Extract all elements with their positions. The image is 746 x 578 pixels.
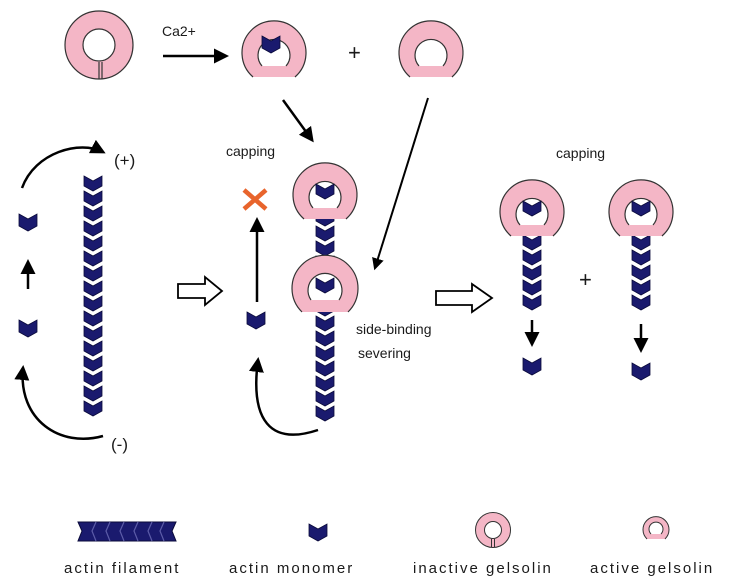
severing-arrow [375, 98, 428, 268]
capping-gelsolin-middle [293, 163, 357, 219]
blocked-x [244, 190, 266, 209]
legend-active-gelsolin-label: active gelsolin [590, 560, 714, 577]
legend-active-gelsolin-symbol [643, 517, 669, 539]
plus-sign-right: + [579, 267, 592, 292]
side-binding-label: side-binding [356, 321, 432, 337]
actin-monomer-left-1 [19, 214, 37, 231]
active-gelsolin-top [399, 21, 463, 77]
legend-inactive-gelsolin-label: inactive gelsolin [413, 560, 553, 577]
capping-gelsolin-right-1 [500, 180, 564, 236]
inactive-gelsolin-top [65, 11, 133, 79]
legend-actin-filament-label: actin filament [64, 560, 180, 577]
severing-gelsolin-middle [292, 255, 358, 312]
capping-label-middle: capping [226, 143, 275, 159]
actin-monomer-right-2 [632, 363, 650, 380]
calcium-label: Ca2+ [162, 23, 196, 39]
plus-end-label: (+) [114, 151, 135, 170]
plus-sign-top: + [348, 40, 361, 65]
actin-monomer-left-2 [19, 320, 37, 337]
severing-label: severing [358, 345, 411, 361]
active-gelsolin-with-monomer [242, 21, 306, 77]
actin-monomer-right-1 [523, 358, 541, 375]
legend-inactive-gelsolin-symbol [476, 513, 511, 548]
process-arrow-2 [436, 284, 492, 312]
minus-end-label: (-) [111, 435, 128, 454]
capping-label-right: capping [556, 145, 605, 161]
capping-arrow [283, 100, 312, 140]
capping-gelsolin-right-2 [609, 180, 673, 236]
legend-actin-filament-symbol [78, 522, 176, 541]
process-arrow-1 [178, 277, 222, 305]
minus-end-arrow-middle [256, 360, 318, 435]
legend-actin-monomer-label: actin monomer [229, 560, 354, 577]
actin-filament-left [84, 176, 102, 416]
legend-actin-monomer-symbol [309, 524, 327, 541]
actin-monomer-middle [247, 312, 265, 329]
